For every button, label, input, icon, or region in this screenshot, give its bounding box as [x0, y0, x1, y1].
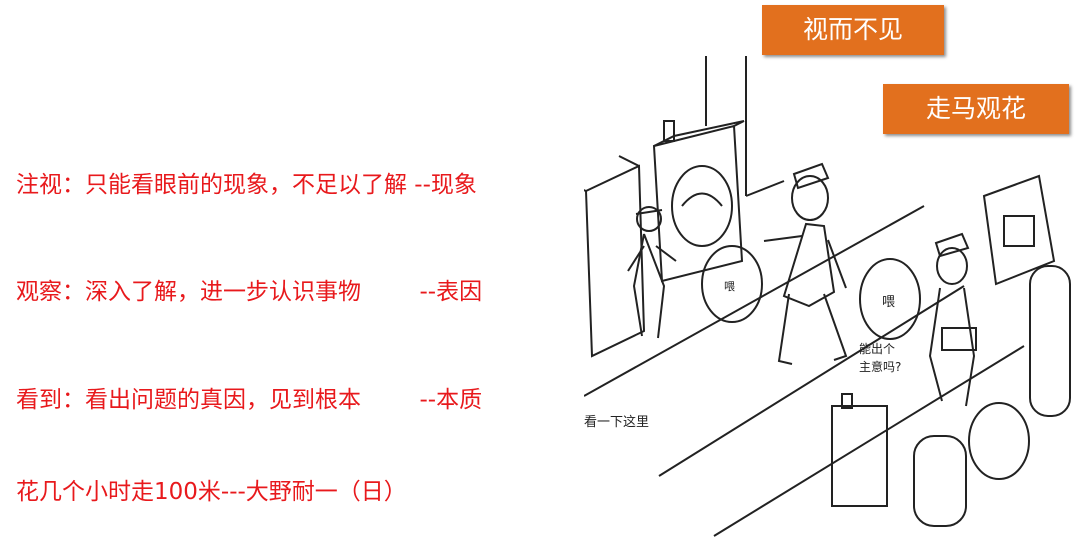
tag-glance: 走马观花	[883, 84, 1069, 134]
factory-cartoon: 喂 喂 能出个 主意吗? 看一下这里	[584, 56, 1071, 537]
bubble-left-text: 喂	[724, 280, 735, 293]
speech-line-1: 能出个	[859, 342, 895, 356]
text-line-observe: 观察：深入了解，进一步认识事物 --表因	[16, 279, 483, 305]
caption-text: 看一下这里	[584, 414, 649, 430]
tag-blind: 视而不见	[762, 5, 944, 55]
text-line-quote: 花几个小时走100米---大野耐一（日）	[16, 479, 407, 505]
bubble-right-text: 喂	[882, 295, 895, 310]
text-line-see: 看到：看出问题的真因，见到根本 --本质	[16, 387, 483, 413]
text-line-gaze: 注视：只能看眼前的现象，不足以了解 --现象	[16, 172, 477, 198]
speech-line-2: 主意吗?	[859, 359, 901, 374]
